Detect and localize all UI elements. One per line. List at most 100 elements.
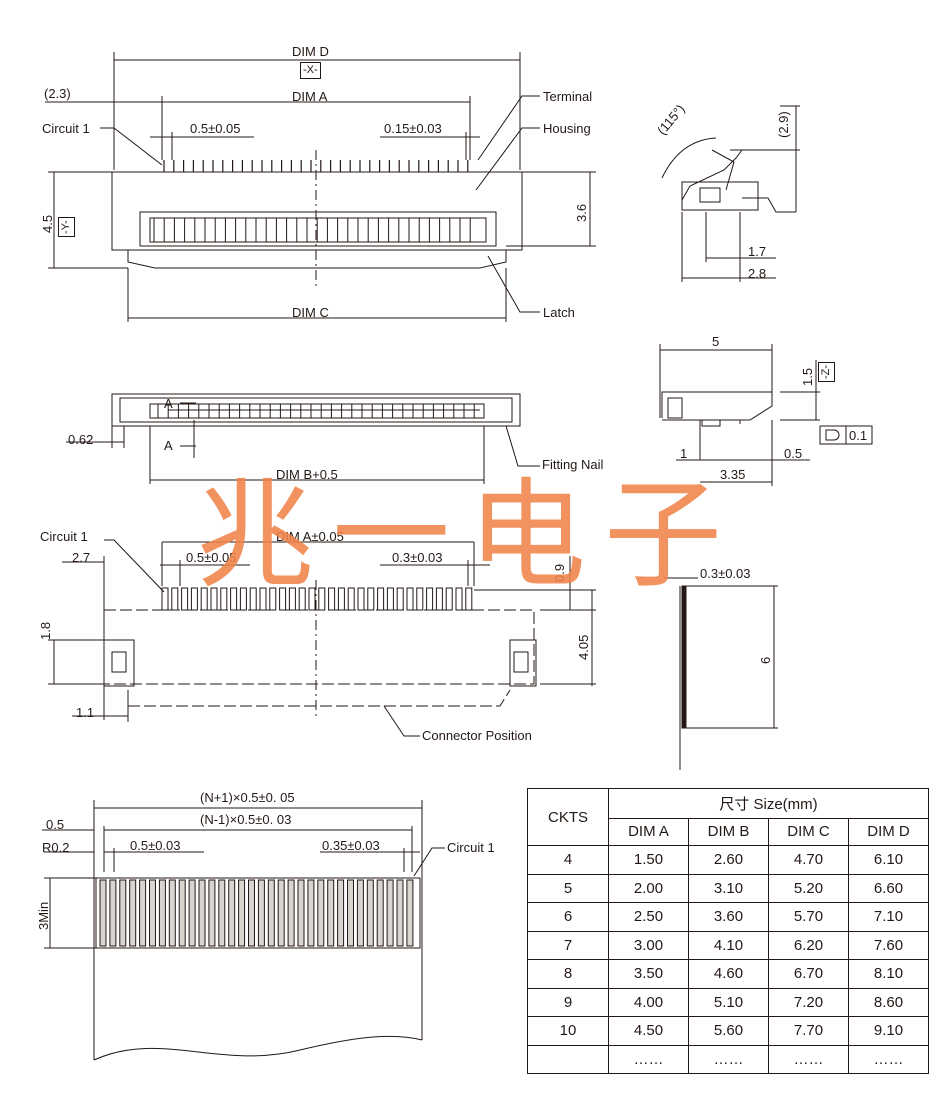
dim-1-label: 1 — [680, 446, 688, 461]
table-cell: 4.10 — [688, 930, 769, 960]
table-cell: 8.10 — [848, 959, 929, 989]
fpc-finger — [267, 879, 275, 947]
table-cell: 6.20 — [768, 930, 849, 960]
size-header: 尺寸 Size(mm) — [608, 788, 929, 819]
fitting-nail-label: Fitting Nail — [542, 457, 604, 472]
fpc-finger — [386, 879, 394, 947]
table-cell: 3.00 — [608, 930, 689, 960]
dim-c-label: DIM C — [292, 305, 329, 320]
fpc-finger — [178, 879, 186, 947]
pcb-pad — [161, 587, 169, 611]
dim-2-3-label: (2.3) — [44, 86, 71, 101]
fpc-finger — [337, 879, 345, 947]
table-cell: 5.60 — [688, 1016, 769, 1046]
fpc-pitch-label: 0.5±0.03 — [130, 838, 181, 853]
dim-b-header: DIM B — [688, 817, 769, 847]
table-cell: 3.60 — [688, 902, 769, 932]
circuit1-top-label: Circuit 1 — [42, 121, 90, 136]
pcb-layout — [48, 539, 596, 737]
table-cell: 8.60 — [848, 987, 929, 1017]
table-cell: 4 — [527, 845, 609, 875]
fpc-finger — [396, 879, 404, 947]
table-cell: …… — [608, 1044, 689, 1074]
dim-0-5-side-label: 0.5 — [784, 446, 803, 461]
fpc-inner-label: (N-1)×0.5±0. 03 — [200, 812, 292, 827]
fpc-finger — [208, 879, 216, 947]
table-cell: 5 — [527, 873, 609, 903]
dim-b-label: DIM B+0.5 — [276, 467, 338, 482]
dim-4-05-label: 4.05 — [576, 634, 591, 660]
pcb-pad — [210, 587, 218, 611]
dim-1-5-label: 1.5 — [800, 367, 815, 386]
table-cell: 3.10 — [688, 873, 769, 903]
pitch-pcb-label: 0.5±0.05 — [186, 550, 237, 565]
latch-label: Latch — [543, 305, 575, 320]
dim-a-label: DIM A — [292, 89, 328, 104]
fpc-finger — [188, 879, 196, 947]
table-cell: 5.20 — [768, 873, 849, 903]
pitch-top-label: 0.5±0.05 — [190, 121, 241, 136]
dim-3-6-label: 3.6 — [574, 203, 589, 222]
table-cell: 10 — [527, 1016, 609, 1046]
fpc-finger — [99, 879, 107, 947]
fpc-end — [42, 800, 445, 1061]
fpc-finger — [158, 879, 166, 947]
circuit1-pcb-label: Circuit 1 — [40, 529, 88, 544]
table-cell: 7 — [527, 930, 609, 960]
circuit1-fpc-label: Circuit 1 — [447, 840, 495, 855]
table-cell: 6.70 — [768, 959, 849, 989]
table-cell: 5.10 — [688, 987, 769, 1017]
dim-6-label: 6 — [758, 656, 773, 664]
table-cell: 7.60 — [848, 930, 929, 960]
table-cell: 4.50 — [608, 1016, 689, 1046]
ckts-header: CKTS — [527, 788, 609, 846]
dim-1-7-label: 1.7 — [748, 244, 767, 259]
table-cell: 9.10 — [848, 1016, 929, 1046]
dim-0-62-label: 0.62 — [68, 432, 94, 447]
dim-d-label: DIM D — [292, 44, 329, 59]
fpc-finger — [277, 879, 285, 947]
table-cell: 2.60 — [688, 845, 769, 875]
side-angle-view — [661, 105, 800, 282]
fpc-finger — [287, 879, 295, 947]
table-cell: 2.00 — [608, 873, 689, 903]
table-cell: 4.00 — [608, 987, 689, 1017]
dim-5-label: 5 — [712, 334, 720, 349]
fpc-finger — [238, 879, 246, 947]
dim-1-8-label: 1.8 — [38, 621, 53, 640]
housing-label: Housing — [543, 121, 591, 136]
top-view — [45, 52, 596, 322]
dim-2-9-label: (2.9) — [776, 111, 791, 138]
table-cell: 6.60 — [848, 873, 929, 903]
dim-1-1-label: 1.1 — [76, 705, 95, 720]
fpc-finger — [366, 879, 374, 947]
dim-c-header: DIM C — [768, 817, 849, 847]
fpc-finger — [139, 879, 147, 947]
table-cell: 7.70 — [768, 1016, 849, 1046]
pad-width-label: 0.3±0.03 — [392, 550, 443, 565]
dim-2-7-label: 2.7 — [72, 550, 91, 565]
fpc-finger — [297, 879, 305, 947]
fpc-finger — [119, 879, 127, 947]
pcb-pad — [465, 587, 473, 611]
fpc-finger — [168, 879, 176, 947]
pcb-pad — [181, 587, 189, 611]
fpc-finger — [228, 879, 236, 947]
fpc-overall-label: (N+1)×0.5±0. 05 — [200, 790, 295, 805]
fpc-finger — [218, 879, 226, 947]
fpc-finger — [317, 879, 325, 947]
fpc-finger — [109, 879, 117, 947]
table-cell: 6.10 — [848, 845, 929, 875]
fpc-finger — [307, 879, 315, 947]
table-cell: …… — [848, 1044, 929, 1074]
table-cell: …… — [688, 1044, 769, 1074]
table-cell: 4.70 — [768, 845, 849, 875]
flatness-label: 0.1 — [849, 428, 868, 443]
size-table: CKTS 尺寸 Size(mm) DIM A DIM B DIM C DIM D… — [527, 788, 929, 1074]
